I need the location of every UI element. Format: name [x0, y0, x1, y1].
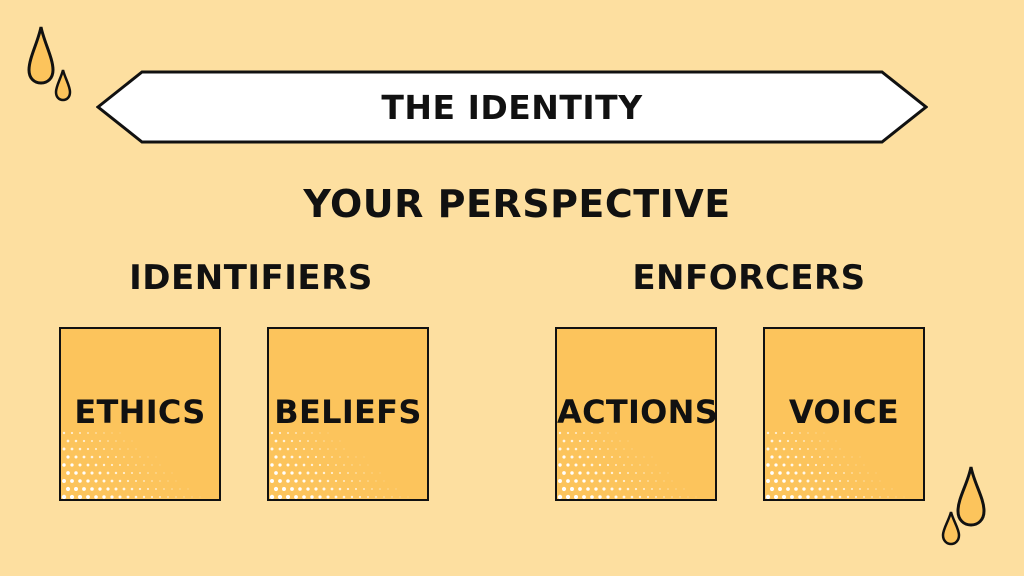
- card-label: VOICE: [788, 393, 900, 431]
- title-banner: [96, 70, 928, 144]
- card-actions: ACTIONS: [555, 327, 717, 501]
- card-label: ACTIONS: [557, 393, 717, 431]
- card-ethics: ETHICS: [59, 327, 221, 501]
- card-label: BELIEFS: [274, 393, 422, 431]
- droplet-icon: [54, 69, 72, 102]
- card-voice: VOICE: [763, 327, 925, 501]
- droplet-icon: [956, 466, 986, 527]
- droplet-icon: [27, 26, 55, 85]
- halftone-pattern: [557, 431, 697, 499]
- subtitle: YOUR PERSPECTIVE: [303, 182, 731, 226]
- halftone-pattern: [269, 431, 409, 499]
- halftone-pattern: [61, 431, 201, 499]
- page-title: THE IDENTITY: [381, 87, 643, 127]
- halftone-pattern: [765, 431, 905, 499]
- card-beliefs: BELIEFS: [267, 327, 429, 501]
- card-label: ETHICS: [74, 393, 206, 431]
- group-label-enforcers: ENFORCERS: [632, 258, 866, 298]
- droplet-icon: [941, 511, 961, 546]
- group-label-identifiers: IDENTIFIERS: [129, 258, 373, 298]
